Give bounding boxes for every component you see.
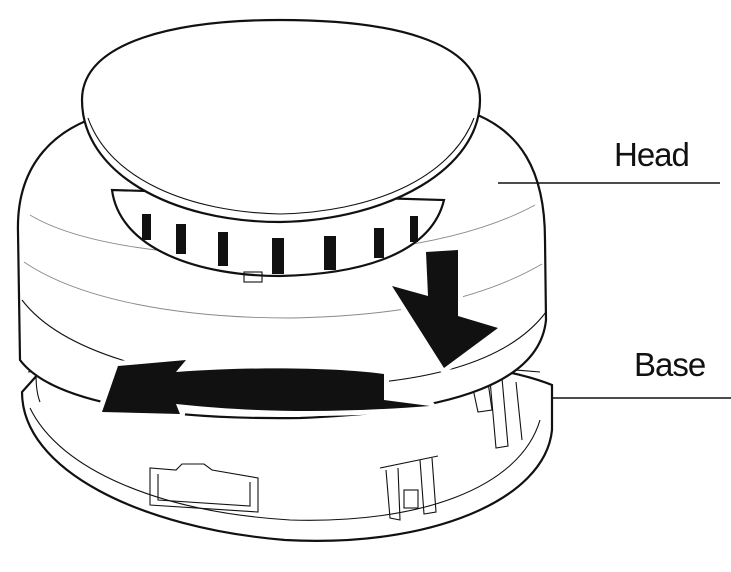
twist-arrow: [97, 355, 435, 419]
vent-ribs: [142, 214, 418, 274]
head-label: Head: [614, 136, 689, 173]
arrow-down-icon-fill: [392, 250, 498, 368]
head-callout: Head: [498, 136, 720, 184]
push-down-arrow: [387, 245, 503, 373]
detector-head: [16, 18, 548, 420]
curved-arrow-left-icon-fill: [102, 360, 430, 414]
base-callout: Base: [552, 346, 731, 399]
base-label: Base: [634, 346, 705, 383]
